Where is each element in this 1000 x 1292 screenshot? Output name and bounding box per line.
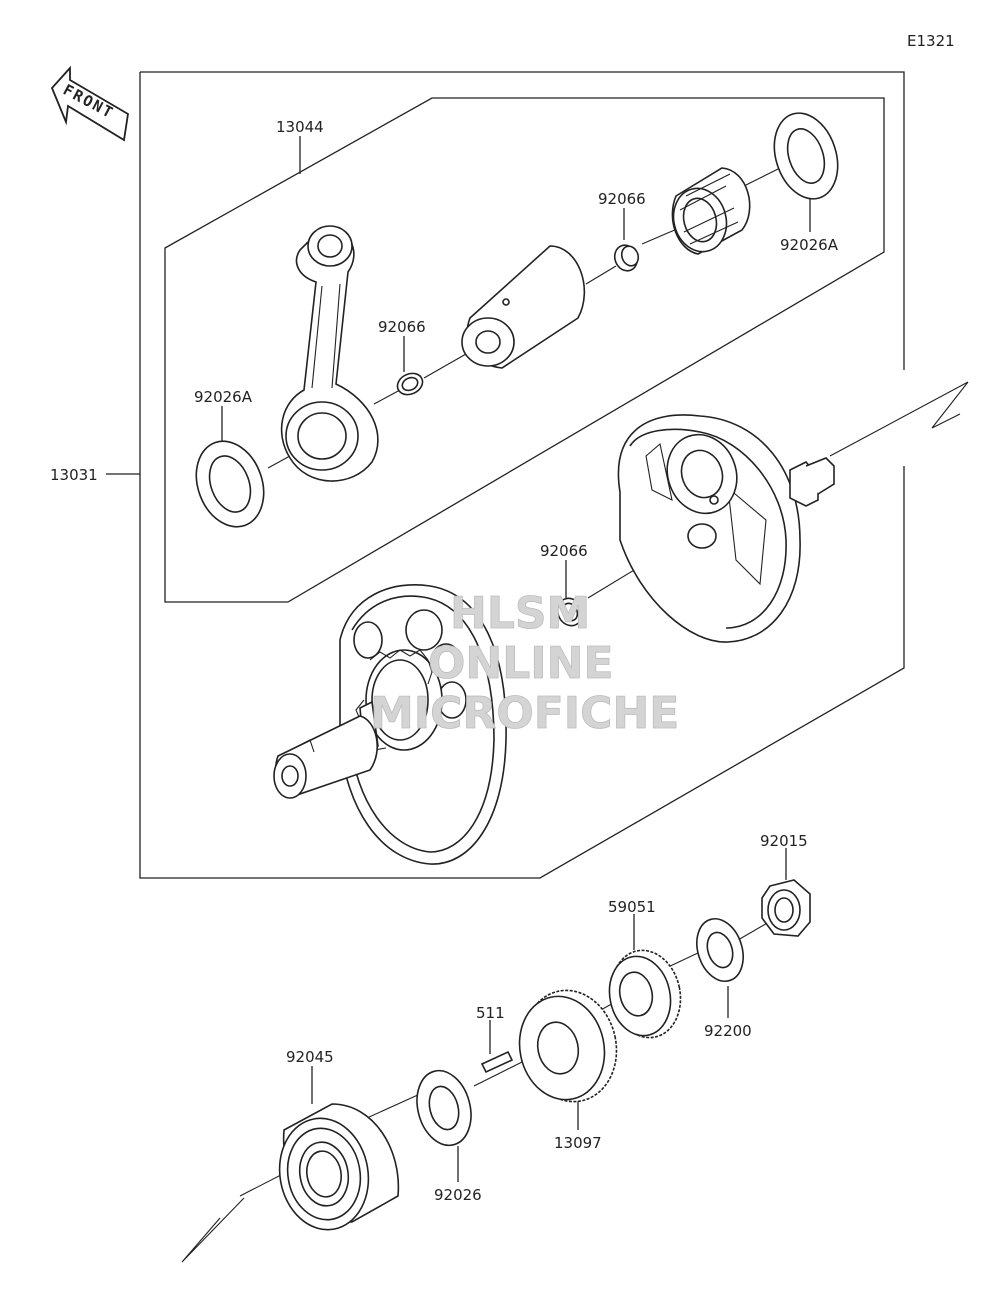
part-label-92026: 92026 [434,1186,482,1204]
connecting-rod [280,225,379,482]
lock-washer [696,918,744,982]
watermark-line-3: MICROFICHE [370,688,679,739]
watermark-line-1: HLSM [450,588,590,639]
part-label-13097: 13097 [554,1134,602,1152]
crankshaft-assembly-frame [139,71,905,879]
part-label-92026a-left: 92026A [194,388,253,406]
diagram-code: E1321 [907,32,955,50]
needle-bearing-small-rod [396,372,424,396]
thrust-washer-right [773,112,839,200]
part-label-92066-rod: 92066 [378,318,426,336]
part-label-13044: 13044 [276,118,324,136]
crank-pin [461,245,586,369]
needle-roller-bearing [671,167,751,255]
watermark: HLSM ONLINE MICROFICHE [370,588,680,740]
part-label-13031: 13031 [50,466,98,484]
needle-bearing-small-top [613,244,640,272]
connecting-rod-kit-frame [164,97,885,603]
part-label-92200: 92200 [704,1022,752,1040]
nut [761,879,811,937]
part-label-92066-top: 92066 [598,190,646,208]
front-arrow-icon: FRONT [50,65,129,142]
part-label-59051: 59051 [608,898,656,916]
crankshaft-main-journal [273,715,378,799]
part-labels: 13031 13044 92026A 92026A 92066 92066 92… [50,118,839,1204]
part-label-92026a-right: 92026A [780,236,839,254]
woodruff-key [480,1050,514,1074]
washer-92026 [416,1069,472,1147]
gear-13097 [518,989,618,1103]
needle-bearing-crank-pin [556,597,584,627]
ball-bearing [278,1103,400,1231]
crank-web-left [339,584,507,865]
part-label-92015: 92015 [760,832,808,850]
part-label-92045: 92045 [286,1048,334,1066]
part-label-92066-pin: 92066 [540,542,588,560]
leader-lines [106,136,811,1182]
crank-web-right [617,414,835,643]
gear-59051 [608,949,682,1039]
watermark-line-2: ONLINE [428,638,614,689]
thrust-washer-left [195,440,265,528]
part-label-511: 511 [476,1004,505,1022]
